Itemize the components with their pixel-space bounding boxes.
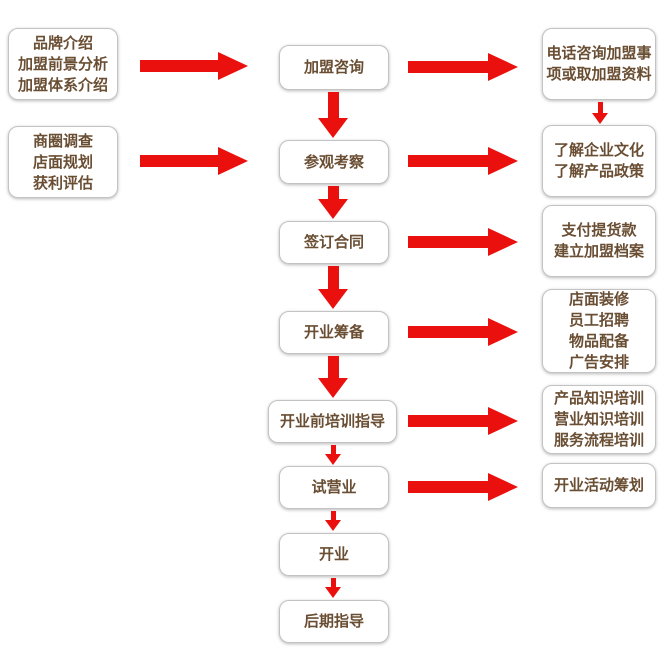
arrow-shaft — [327, 92, 339, 118]
box-line: 了解企业文化 — [553, 142, 644, 159]
flow-step-opening: 开业 — [279, 533, 389, 576]
box-line: 签订合同 — [303, 234, 364, 251]
arrow-training-to-detail — [408, 407, 518, 435]
arrow-shaft — [597, 102, 603, 113]
arrow-opening-to-followup — [325, 578, 341, 598]
arrow-shaft — [408, 236, 488, 248]
arrow-phone-to-culture — [592, 102, 608, 124]
box-line: 后期指导 — [303, 613, 364, 630]
arrow-head-icon — [592, 113, 608, 124]
flow-step-contract: 签订合同 — [279, 221, 389, 264]
box-line: 物品配备 — [568, 333, 629, 350]
arrow-shaft — [327, 356, 339, 378]
arrow-shaft — [408, 326, 488, 338]
arrow-head-icon — [488, 318, 518, 346]
right-box-training-detail: 产品知识培训 营业知识培训 服务流程培训 — [542, 385, 656, 454]
arrow-head-icon — [488, 147, 518, 175]
arrow-shaft — [408, 61, 488, 73]
arrow-head-icon — [325, 520, 341, 531]
arrow-head-icon — [318, 289, 348, 309]
box-line: 项或取加盟资料 — [546, 66, 652, 83]
box-line: 试营业 — [311, 479, 357, 496]
arrow-visit-to-culture — [408, 147, 518, 175]
arrow-training-to-trial — [325, 445, 341, 465]
arrow-consult-to-phone — [408, 53, 518, 81]
box-line: 参观考察 — [303, 153, 364, 171]
box-line: 加盟咨询 — [303, 59, 364, 76]
arrow-shaft — [327, 266, 339, 289]
arrow-contract-to-prepare — [318, 266, 348, 309]
box-line: 产品知识培训 — [553, 390, 644, 407]
arrow-shaft — [408, 415, 488, 427]
box-line: 商圈调查 — [32, 132, 93, 150]
right-box-phone-consult: 电话咨询加盟事 项或取加盟资料 — [542, 28, 656, 100]
box-line: 开业筹备 — [303, 324, 364, 341]
box-line: 服务流程培训 — [553, 432, 644, 449]
box-line: 加盟前景分析 — [17, 55, 108, 73]
box-line: 品牌介绍 — [32, 34, 93, 52]
arrow-shaft — [327, 186, 339, 199]
left-box-brand-intro: 品牌介绍 加盟前景分析 加盟体系介绍 — [8, 28, 118, 100]
arrow-trial-to-opening — [325, 511, 341, 531]
box-line: 电话咨询加盟事 — [546, 45, 652, 62]
arrow-head-icon — [218, 147, 248, 175]
arrow-head-icon — [325, 454, 341, 465]
box-line: 了解产品政策 — [553, 163, 644, 180]
arrow-shaft — [330, 511, 336, 520]
arrow-head-icon — [318, 199, 348, 219]
left-box-site-survey: 商圈调查 店面规划 获利评估 — [8, 126, 118, 198]
flow-step-visit: 参观考察 — [279, 140, 389, 184]
arrow-consult-to-visit — [318, 92, 348, 138]
arrow-head-icon — [318, 118, 348, 138]
arrow-shaft — [408, 155, 488, 167]
arrow-shaft — [330, 578, 336, 587]
right-box-learn-culture: 了解企业文化 了解产品政策 — [542, 125, 656, 197]
box-line: 加盟体系介绍 — [17, 76, 108, 94]
box-line: 开业活动筹划 — [553, 477, 644, 494]
box-line: 员工招聘 — [568, 312, 629, 329]
flow-step-trial-operation: 试营业 — [279, 466, 389, 509]
arrow-head-icon — [488, 407, 518, 435]
arrow-prepare-to-setup — [408, 318, 518, 346]
arrow-trial-to-event — [408, 473, 518, 501]
right-box-opening-event: 开业活动筹划 — [542, 463, 656, 508]
arrow-shaft — [140, 60, 218, 72]
arrow-shaft — [330, 445, 336, 454]
right-box-store-setup: 店面装修 员工招聘 物品配备 广告安排 — [542, 289, 656, 373]
arrow-head-icon — [488, 228, 518, 256]
arrow-left2-to-visit — [140, 147, 248, 175]
box-line: 开业 — [318, 546, 349, 563]
flow-step-follow-up: 后期指导 — [279, 600, 389, 643]
arrow-head-icon — [488, 473, 518, 501]
box-line: 广告安排 — [568, 354, 629, 371]
arrow-left1-to-consult — [140, 52, 248, 80]
box-line: 店面规划 — [32, 153, 93, 171]
arrow-head-icon — [325, 587, 341, 598]
flow-step-pre-opening-training: 开业前培训指导 — [268, 400, 397, 443]
arrow-prepare-to-training — [318, 356, 348, 398]
flow-step-consult: 加盟咨询 — [279, 45, 389, 90]
arrow-visit-to-contract — [318, 186, 348, 219]
box-line: 开业前培训指导 — [279, 413, 385, 430]
right-box-payment-file: 支付提货款 建立加盟档案 — [542, 205, 656, 277]
arrow-contract-to-payment — [408, 228, 518, 256]
box-line: 店面装修 — [568, 291, 629, 308]
arrow-head-icon — [218, 52, 248, 80]
box-line: 支付提货款 — [561, 222, 637, 239]
arrow-shaft — [408, 481, 488, 493]
flow-step-prepare: 开业筹备 — [279, 311, 389, 354]
arrow-head-icon — [318, 378, 348, 398]
arrow-head-icon — [488, 53, 518, 81]
arrow-shaft — [140, 155, 218, 167]
box-line: 获利评估 — [32, 174, 93, 192]
box-line: 建立加盟档案 — [553, 243, 644, 260]
box-line: 营业知识培训 — [553, 411, 644, 428]
